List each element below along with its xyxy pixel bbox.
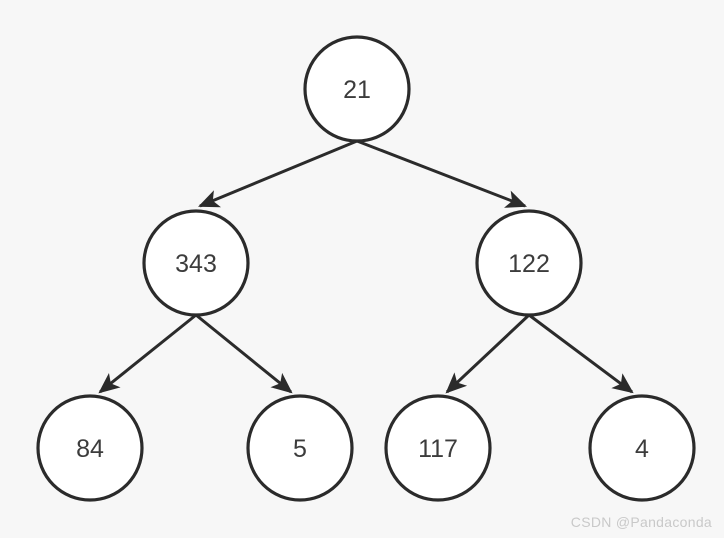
node-circle <box>303 35 411 143</box>
node-label: 21 <box>343 76 371 104</box>
tree-node-leaf-1[interactable]: 84 <box>36 394 144 502</box>
edge-group <box>98 139 634 394</box>
node-label: 84 <box>76 435 104 463</box>
edge-122-to-4 <box>528 313 634 394</box>
edge-root-to-122 <box>356 139 527 208</box>
tree-node-leaf-2[interactable]: 5 <box>246 394 354 502</box>
node-label: 5 <box>293 435 307 463</box>
edge-122-to-117 <box>445 313 531 394</box>
node-circle <box>142 209 250 317</box>
node-label: 122 <box>508 250 550 278</box>
node-group: 21 343 122 84 5 117 4 <box>36 35 696 502</box>
tree-node-leaf-4[interactable]: 4 <box>588 394 696 502</box>
node-circle <box>246 394 354 502</box>
node-label: 117 <box>418 435 458 463</box>
tree-node-right-child[interactable]: 122 <box>475 209 583 317</box>
edge-root-to-343 <box>198 139 358 208</box>
edge-343-to-5 <box>195 313 293 394</box>
tree-node-root[interactable]: 21 <box>303 35 411 143</box>
tree-node-leaf-3[interactable]: 117 <box>384 394 492 502</box>
node-circle <box>36 394 144 502</box>
edge-343-to-84 <box>98 313 197 394</box>
node-circle <box>588 394 696 502</box>
node-label: 343 <box>175 250 217 278</box>
watermark-text: CSDN @Pandaconda <box>570 514 712 530</box>
node-label: 4 <box>635 435 649 463</box>
node-circle <box>475 209 583 317</box>
tree-node-left-child[interactable]: 343 <box>142 209 250 317</box>
node-circle <box>384 394 492 502</box>
